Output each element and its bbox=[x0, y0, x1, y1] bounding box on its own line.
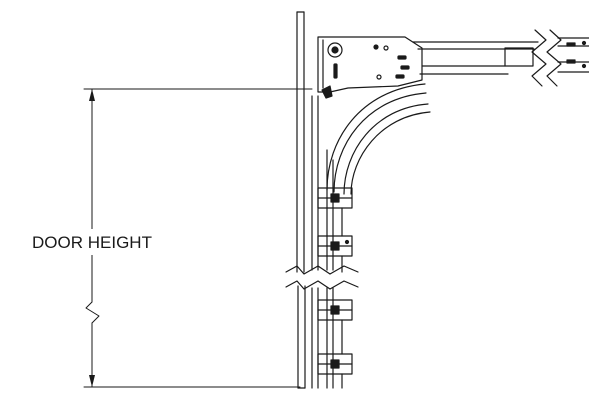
arrow-top bbox=[89, 89, 95, 101]
hinge-leaf bbox=[330, 193, 340, 203]
radius-outer-curve bbox=[326, 83, 426, 191]
flag-bracket bbox=[317, 36, 423, 99]
radius-inner-curve bbox=[343, 103, 429, 195]
arrow-bottom bbox=[89, 375, 95, 387]
vertical-track-lower bbox=[311, 287, 334, 389]
hinge-lower-2 bbox=[317, 353, 353, 389]
radius-mid-curve bbox=[333, 92, 427, 193]
hinge-leaf bbox=[330, 359, 340, 369]
bracket-axle-inner bbox=[331, 46, 339, 54]
bracket-slot-a bbox=[397, 55, 407, 60]
wall-jamb bbox=[296, 11, 306, 389]
bracket-slot-vertical bbox=[333, 63, 338, 79]
label-backdrop bbox=[20, 229, 166, 255]
vertical-track-upper bbox=[311, 95, 334, 271]
htrack-splice-plate bbox=[504, 47, 534, 67]
hinge-leaf bbox=[330, 241, 340, 251]
hinge-upper-2 bbox=[317, 235, 353, 273]
vertical-break bbox=[285, 265, 359, 290]
hinge-lower-1 bbox=[317, 299, 353, 355]
radius-track bbox=[326, 83, 431, 195]
bracket-slot-b bbox=[400, 65, 410, 70]
htrack-end-slot-2 bbox=[566, 59, 576, 64]
bracket-slot-c bbox=[395, 74, 405, 79]
bracket-axle-outer bbox=[327, 42, 343, 58]
htrack-end-bolt-1 bbox=[581, 40, 587, 46]
break-line-lower bbox=[285, 280, 359, 290]
radius-inner-curve-2 bbox=[350, 111, 431, 195]
break-line-upper bbox=[285, 265, 359, 275]
htrack-end-bolt-2 bbox=[581, 63, 587, 69]
htrack-end-slot-1 bbox=[566, 42, 576, 47]
bracket-bolt-c bbox=[376, 74, 382, 80]
hinge-upper-1 bbox=[317, 187, 353, 237]
dimension-break-symbol bbox=[85, 301, 100, 324]
flag-bracket-plate bbox=[317, 36, 423, 93]
hinge-leaf bbox=[330, 305, 340, 315]
htrack-break-left bbox=[531, 29, 547, 87]
horizontal-track bbox=[412, 29, 589, 87]
bracket-wedge bbox=[321, 85, 333, 99]
door-height-label: DOOR HEIGHT bbox=[32, 233, 152, 252]
hinge-bolt bbox=[344, 239, 350, 245]
bracket-bolt-b bbox=[383, 45, 389, 51]
bracket-bolt-a bbox=[373, 44, 379, 50]
door-height-dimension: DOOR HEIGHT bbox=[20, 88, 313, 388]
